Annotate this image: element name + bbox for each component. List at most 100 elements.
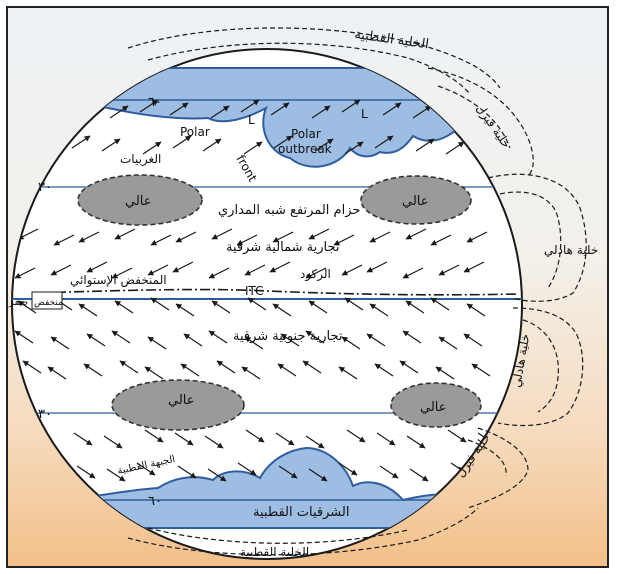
- arrow-icon: [272, 303, 292, 317]
- arrow-icon: [78, 231, 100, 243]
- arrow-icon: [241, 366, 261, 380]
- latitude-0-label: صفر: [8, 297, 28, 308]
- arrow-icon: [273, 135, 293, 149]
- polar-cell-north-loop: [127, 27, 501, 89]
- global-circulation-diagram: ٦٠ ٣٠ صفر ٣٠ ٦٠ الخلية القطبية خلية فيرل…: [8, 27, 598, 560]
- arrow-icon: [399, 360, 419, 374]
- high-pressure-nw: [77, 174, 203, 226]
- arrow-icon: [272, 231, 294, 243]
- arrow-icon: [208, 267, 230, 279]
- arrow-icon: [311, 105, 331, 119]
- arrow-icon: [374, 135, 394, 149]
- arrow-icon: [136, 462, 156, 476]
- arrow-icon: [204, 435, 224, 449]
- arrow-icon: [144, 429, 164, 443]
- high-pressure-se: [390, 382, 482, 428]
- hadley-cell-north-loop: [487, 173, 587, 302]
- latitude-30n-label: ٣٠: [38, 180, 52, 195]
- arrow-icon: [210, 105, 230, 119]
- doldrums-label: الركود: [300, 267, 331, 282]
- arrow-icon: [111, 267, 133, 279]
- arrow-icon: [405, 228, 427, 240]
- low-label-b: L: [361, 107, 368, 121]
- high-se-label: عالي: [420, 400, 447, 415]
- arrow-icon: [14, 330, 34, 344]
- polar-easterlies-label: الشرقيات القطبية: [253, 505, 349, 520]
- arrow-icon: [412, 105, 432, 119]
- ferrel-cell-north-loop: [427, 67, 534, 177]
- arrow-icon: [240, 99, 260, 113]
- arrow-icon: [237, 462, 257, 476]
- arrow-icon: [374, 363, 394, 377]
- arrow-icon: [174, 432, 194, 446]
- arrow-icon: [333, 234, 355, 246]
- arrow-icon: [172, 135, 192, 149]
- high-ne-label: عالي: [402, 194, 429, 209]
- arrow-icon: [438, 336, 458, 350]
- arrow-icon: [278, 465, 298, 479]
- arrow-icon: [471, 363, 491, 377]
- arrow-icon: [183, 333, 203, 347]
- arrow-icon: [103, 435, 123, 449]
- arrow-icon: [269, 261, 291, 273]
- arrow-icon: [243, 141, 263, 155]
- arrow-icon: [314, 138, 334, 152]
- arrow-icon: [341, 264, 363, 276]
- latitude-60n-label: ٦٠: [148, 95, 162, 110]
- arrow-icon: [78, 303, 98, 317]
- se-trades-label: تجارية جنوبية شرقية: [233, 329, 343, 344]
- arrow-icon: [50, 264, 72, 276]
- arrow-icon: [402, 267, 424, 279]
- arrow-icon: [366, 333, 386, 347]
- arrow-icon: [207, 468, 227, 482]
- arrow-icon: [35, 462, 55, 476]
- arrow-icon: [344, 297, 364, 311]
- arrow-icon: [47, 366, 67, 380]
- arrow-icon: [346, 429, 366, 443]
- arrow-icon: [53, 234, 75, 246]
- arrow-icon: [142, 141, 162, 155]
- arrow-icon: [150, 234, 172, 246]
- arrow-icon: [305, 267, 327, 279]
- arrow-icon: [38, 99, 58, 113]
- arrow-icon: [119, 360, 139, 374]
- arrow-icon: [376, 432, 396, 446]
- arrow-icon: [177, 465, 197, 479]
- arrow-icon: [76, 465, 96, 479]
- polar-front-label: Polar: [180, 125, 210, 139]
- arrow-icon: [341, 336, 361, 350]
- arrow-icon: [480, 465, 500, 479]
- arrow-icon: [308, 300, 328, 314]
- arrow-icon: [466, 231, 488, 243]
- arrow-icon: [106, 468, 126, 482]
- arrow-icon: [111, 330, 131, 344]
- arrow-icon: [463, 261, 485, 273]
- arrow-icon: [277, 363, 297, 377]
- arrow-icon: [50, 336, 70, 350]
- polar-cell-bottom-label: الخلية القطبية: [240, 545, 309, 559]
- ferrel-cell-top-label: خلية فيرل: [473, 102, 514, 152]
- arrow-icon: [369, 231, 391, 243]
- arrow-icon: [208, 330, 228, 344]
- arrow-icon: [216, 360, 236, 374]
- arrow-icon: [22, 360, 42, 374]
- arrow-icon: [244, 264, 266, 276]
- polar-cell-south-loop: [127, 507, 479, 556]
- low-label-a: L: [248, 113, 255, 127]
- arrow-icon: [430, 297, 450, 311]
- high-pressure-sw: [111, 379, 245, 431]
- arrow-icon: [71, 135, 91, 149]
- arrow-icon: [344, 141, 364, 155]
- diagram-frame: ٦٠ ٣٠ صفر ٣٠ ٦٠ الخلية القطبية خلية فيرل…: [6, 6, 609, 568]
- arrow-icon: [305, 435, 325, 449]
- arrow-icon: [308, 228, 330, 240]
- arrow-icon: [463, 333, 483, 347]
- arrow-icon: [17, 300, 37, 314]
- itc-label: ITC: [245, 284, 264, 298]
- arrow-icon: [169, 102, 189, 116]
- arrow-icon: [442, 99, 462, 113]
- latitude-30s-label: ٣٠: [38, 407, 52, 422]
- arrow-icon: [83, 363, 103, 377]
- arrow-icon: [68, 102, 88, 116]
- arrow-icon: [147, 336, 167, 350]
